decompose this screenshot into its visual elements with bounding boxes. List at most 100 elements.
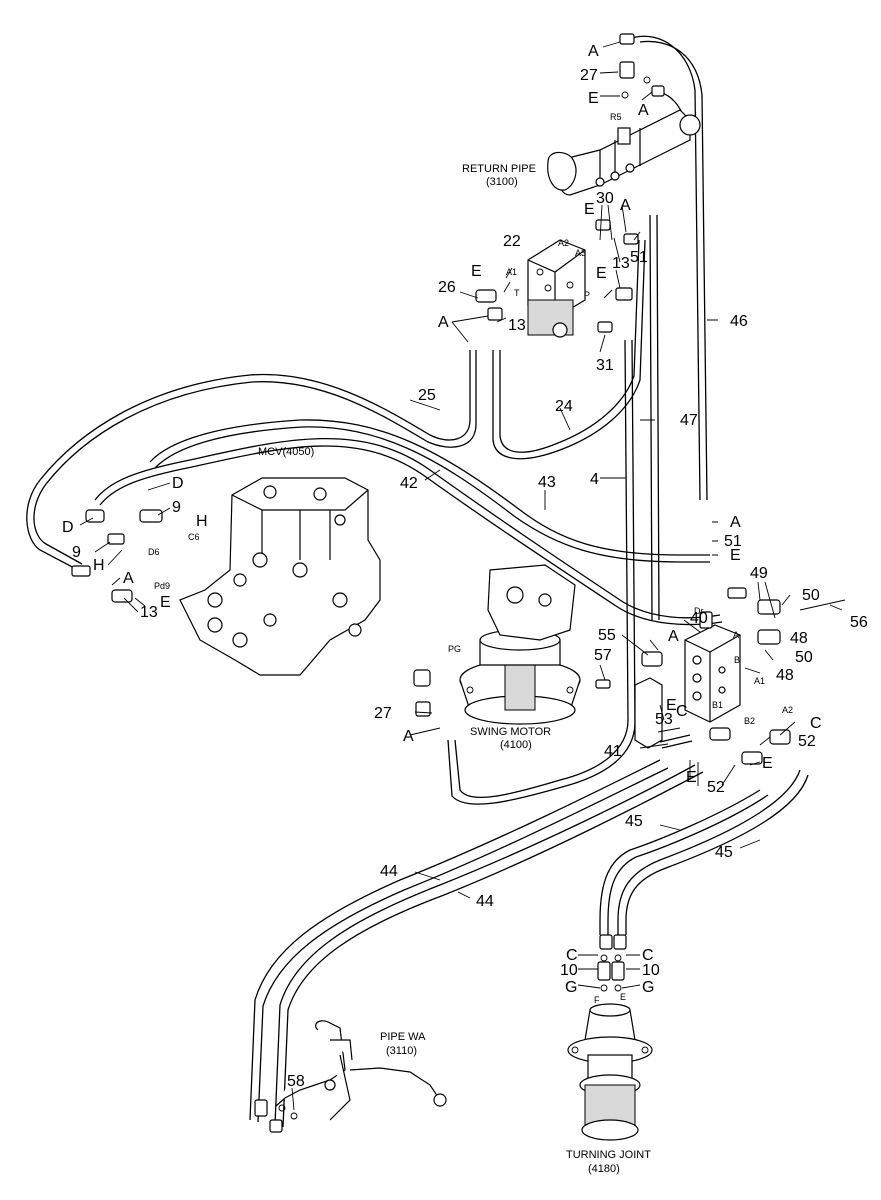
- swing-motor-code: (4100): [500, 739, 532, 751]
- callout-44-1: 44: [380, 863, 398, 880]
- mcv-4050: MCV(4050) C6 D6 Pd9: [71, 446, 381, 676]
- callout-a-mcv: A: [123, 570, 134, 587]
- port-dr: Dr: [694, 606, 704, 616]
- callout-50-2: 50: [795, 649, 813, 666]
- callout-labels: A 27 E A 30 E A 22 51 E 13 E 26 A 13 31 …: [62, 43, 868, 1090]
- port-b2-40: B2: [744, 716, 755, 726]
- callout-51-top: 51: [630, 249, 648, 266]
- callout-13-left: 13: [508, 317, 526, 334]
- callout-27-top: 27: [580, 67, 598, 84]
- port-a-40: A: [733, 630, 739, 640]
- port-b1-40: B1: [712, 700, 723, 710]
- callout-g-r: G: [642, 979, 654, 996]
- callout-10-r: 10: [642, 962, 660, 979]
- callout-h-2: H: [93, 557, 105, 574]
- callout-a-swing: A: [403, 728, 414, 745]
- callout-24: 24: [555, 398, 573, 415]
- callout-46: 46: [730, 313, 748, 330]
- top-fittings: [619, 33, 665, 99]
- hose-25: [26, 350, 477, 571]
- callout-48-1: 48: [790, 630, 808, 647]
- callout-g-l: G: [565, 979, 577, 996]
- callout-e-block: E: [666, 697, 677, 714]
- hose-4: [447, 339, 636, 805]
- callout-9-2: 9: [72, 544, 81, 561]
- callout-e-top: E: [588, 90, 599, 107]
- callout-56: 56: [850, 614, 868, 631]
- turning-joint-code: (4180): [588, 1163, 620, 1175]
- valve-block-22: A1 A2 A3 T P: [475, 219, 639, 338]
- callout-47: 47: [680, 412, 698, 429]
- callout-4: 4: [590, 471, 599, 488]
- pipe-wa-3110: PIPE WA (3110): [254, 1020, 447, 1133]
- callout-52-1: 52: [798, 733, 816, 750]
- hose-41: [659, 734, 693, 749]
- callout-a-right: A: [730, 514, 741, 531]
- turning-joint-name: TURNING JOINT: [566, 1149, 651, 1161]
- callout-d-2: D: [62, 519, 74, 536]
- callout-a-top: A: [588, 43, 599, 60]
- callout-52-2: 52: [707, 779, 725, 796]
- swing-motor-name: SWING MOTOR: [470, 726, 551, 738]
- callout-25: 25: [418, 387, 436, 404]
- port-a1-40: A1: [754, 676, 765, 686]
- callout-31: 31: [596, 357, 614, 374]
- return-pipe-code: (3100): [486, 176, 518, 188]
- mcv-name: MCV(4050): [258, 446, 314, 458]
- callout-48-2: 48: [776, 667, 794, 684]
- port-a2: A2: [558, 238, 569, 248]
- hose-43: [149, 419, 710, 563]
- port-d6: D6: [148, 547, 160, 557]
- callout-44-2: 44: [476, 893, 494, 910]
- hoses: [26, 35, 809, 1128]
- port-r5: R5: [610, 112, 622, 122]
- port-e-tj: E: [620, 992, 626, 1002]
- callout-e-valve: E: [584, 201, 595, 218]
- callout-e-right: E: [596, 265, 607, 282]
- callout-a-left: A: [438, 314, 449, 331]
- callout-43: 43: [538, 474, 556, 491]
- callout-c-r: C: [642, 947, 654, 964]
- callout-41: 41: [604, 743, 622, 760]
- callout-h-1: H: [196, 513, 208, 530]
- callout-58: 58: [287, 1073, 305, 1090]
- swing-motor-4100: PG SWING MOTOR (4100): [413, 564, 581, 751]
- port-b-40: B: [734, 655, 740, 665]
- callout-49: 49: [750, 565, 768, 582]
- callout-c-right: C: [810, 715, 822, 732]
- pipe-wa-code: (3110): [386, 1045, 417, 1057]
- callout-27-swing: 27: [374, 705, 392, 722]
- port-c6: C6: [188, 532, 200, 542]
- callout-13-mcv: 13: [140, 604, 158, 621]
- callout-a-top2: A: [638, 102, 649, 119]
- callout-10-l: 10: [560, 962, 578, 979]
- port-a3: A3: [575, 248, 586, 258]
- callout-9-1: 9: [172, 499, 181, 516]
- callout-55: 55: [598, 627, 616, 644]
- valve-block-40: Dr A B A1 B1 A2 B2: [595, 587, 846, 765]
- port-f: F: [594, 995, 600, 1005]
- return-pipe-assembly: R5 RETURN PIPE (3100): [462, 109, 701, 196]
- callout-13-right: 13: [612, 255, 630, 272]
- hose-46: [631, 35, 708, 501]
- hose-47: [649, 214, 660, 621]
- callout-c-l: C: [566, 947, 578, 964]
- callout-22: 22: [503, 233, 521, 250]
- hose-45: [599, 769, 809, 935]
- port-pg: PG: [448, 644, 461, 654]
- callout-30: 30: [596, 190, 614, 207]
- port-t: T: [514, 288, 520, 298]
- leader-lines: [79, 41, 843, 1111]
- callout-d-1: D: [172, 475, 184, 492]
- callout-e-mcv: E: [160, 594, 171, 611]
- callout-c-block: C: [676, 703, 688, 720]
- callout-e-low2: E: [762, 755, 773, 772]
- callout-45-2: 45: [715, 844, 733, 861]
- callout-57: 57: [594, 647, 612, 664]
- callout-42: 42: [400, 475, 418, 492]
- port-a2-40: A2: [782, 705, 793, 715]
- callout-50-1: 50: [802, 587, 820, 604]
- callout-e-low1: E: [686, 769, 697, 786]
- port-pd9: Pd9: [154, 581, 170, 591]
- callout-40: 40: [690, 610, 708, 627]
